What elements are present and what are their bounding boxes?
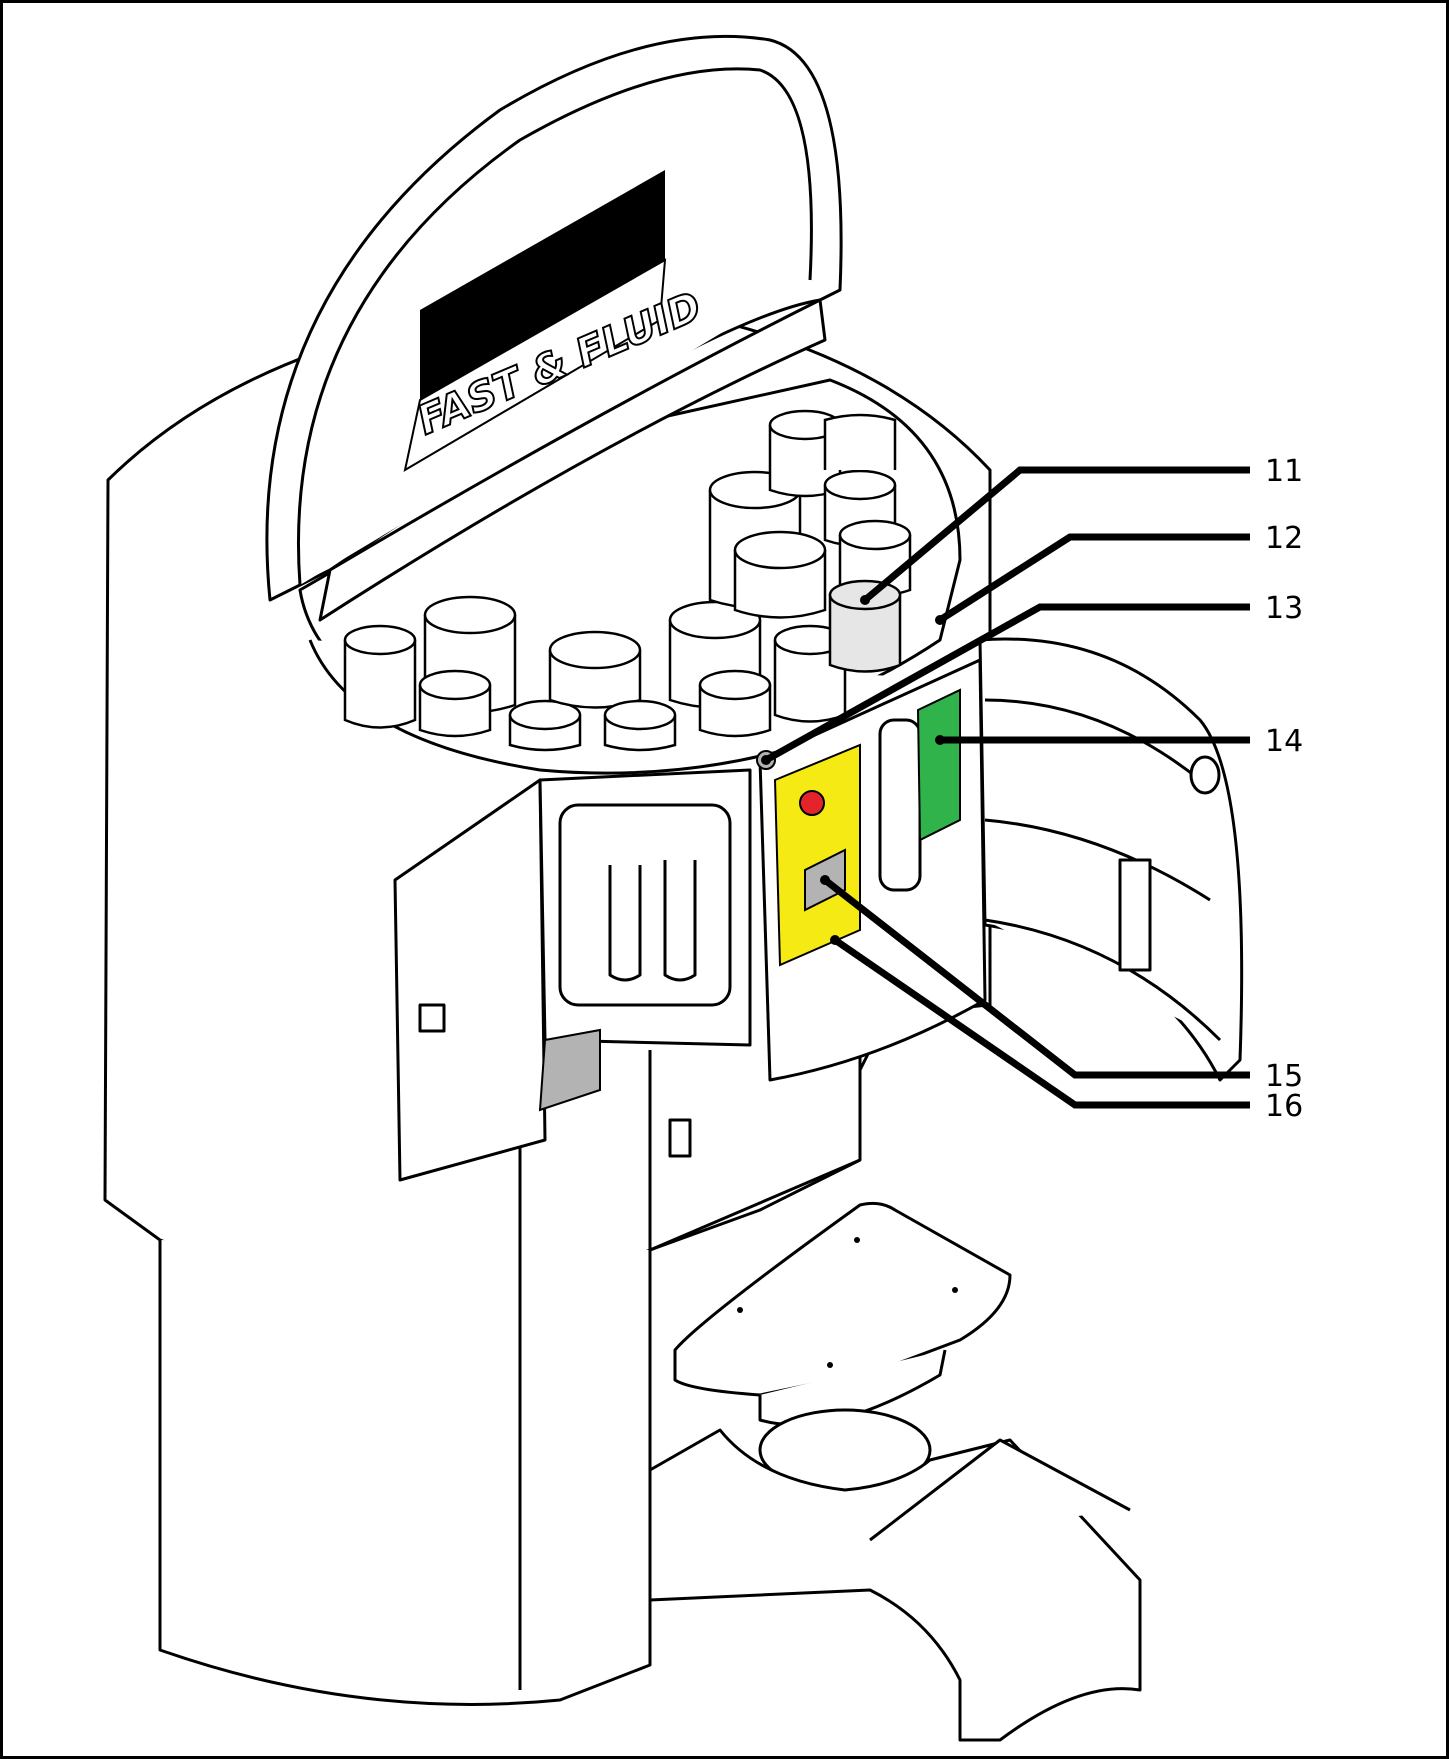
right-door	[978, 637, 1244, 1082]
callout-number: 14	[1265, 724, 1303, 759]
callout-12: 12	[935, 521, 1303, 625]
drip-tray	[673, 1201, 1012, 1492]
canister-highlighted	[828, 579, 902, 673]
control-board-green	[916, 688, 961, 842]
callout-number: 13	[1265, 591, 1303, 626]
callout-16: 16	[830, 935, 1303, 1124]
callout-14: 14	[935, 724, 1303, 759]
control-board-yellow	[773, 743, 861, 967]
red-button	[799, 790, 825, 816]
callout-number: 16	[1265, 1089, 1303, 1124]
callout-number: 15	[1265, 1059, 1303, 1094]
callout-15: 15	[820, 875, 1303, 1094]
callout-number: 12	[1265, 521, 1303, 556]
callouts: 11 12 13 14 15 16	[761, 454, 1303, 1124]
left-door-grey-panel	[538, 1028, 601, 1112]
callout-number: 11	[1265, 454, 1303, 489]
callout-13: 13	[761, 591, 1303, 765]
left-door	[393, 768, 752, 1182]
callout-11: 11	[860, 454, 1303, 605]
base-foot	[648, 1428, 1142, 1742]
